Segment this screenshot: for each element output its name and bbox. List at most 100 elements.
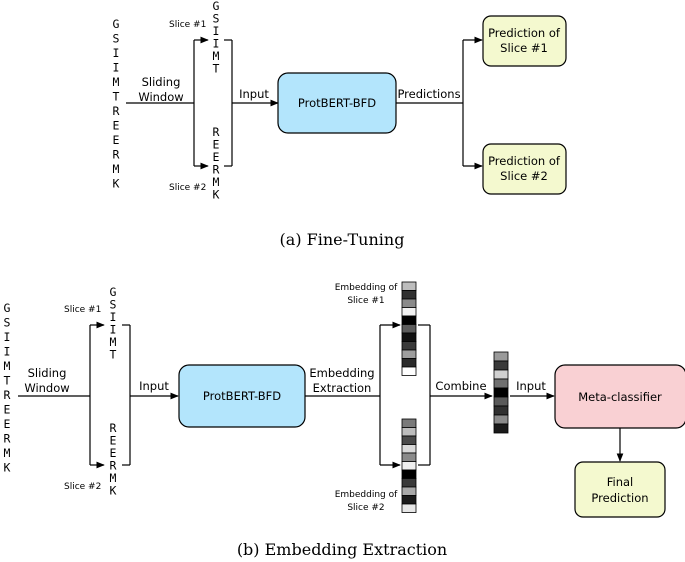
meta-classifier-label: Meta-classifier — [578, 390, 662, 404]
embedding-vector-slice2 — [401, 418, 417, 513]
embedding-vector-cell — [401, 418, 417, 428]
embedding-vector-cell — [401, 452, 417, 462]
slice1-letter: I — [110, 310, 117, 324]
sequence-letter: S — [4, 316, 11, 330]
embedding-vector-cell — [401, 461, 417, 471]
protbert-model-label: ProtBERT-BFD — [298, 96, 376, 110]
sequence-letter: G — [113, 17, 120, 31]
combined-vector-cell — [493, 378, 509, 389]
embedding-vector-slice1 — [401, 281, 417, 376]
sequence-letter: I — [4, 345, 11, 359]
sequence-letter: E — [113, 119, 120, 133]
embedding-vector-cell — [401, 298, 417, 308]
slice1-letter: S — [110, 298, 117, 312]
slice1-letter: T — [110, 348, 117, 362]
extraction-label-line1: Embedding — [309, 366, 374, 380]
combined-vector-cell — [493, 423, 509, 434]
final-prediction-line1: Final — [607, 475, 634, 489]
slice1-letter: T — [213, 62, 220, 76]
combined-vector-cell — [493, 414, 509, 425]
embedding-vector-cell — [401, 486, 417, 496]
sequence-letter: E — [4, 417, 11, 431]
slice1-letter: I — [213, 37, 220, 51]
sequence-letter: I — [4, 330, 11, 344]
slice2-letter: M — [213, 175, 220, 189]
embedding-vector-cell — [401, 503, 417, 513]
sequence-letter: E — [113, 133, 120, 147]
sequence-letter: I — [113, 46, 120, 60]
slice1-letter: S — [213, 12, 220, 26]
sequence-letter: R — [4, 388, 11, 402]
embedding-slice1-label-line1: Embedding of — [335, 283, 398, 293]
combined-vector-cell — [493, 360, 509, 371]
embedding-vector-cell — [401, 281, 417, 291]
sliding-window-label-line2: Window — [24, 381, 69, 395]
sliding-window-label-line1: Sliding — [142, 75, 181, 89]
caption-fine-tuning: (a) Fine-Tuning — [280, 230, 405, 249]
sequence-letter: M — [113, 75, 120, 89]
slice1-label: Slice #1 — [64, 305, 101, 315]
sequence-letter: I — [113, 61, 120, 75]
final-prediction-line2: Prediction — [591, 491, 648, 505]
sequence-letter: R — [113, 104, 120, 118]
slice2-label: Slice #2 — [169, 183, 206, 193]
input-label: Input — [239, 87, 269, 101]
embedding-vector-cell — [401, 358, 417, 368]
sequence-letter: G — [4, 301, 11, 315]
embedding-vector-cell — [401, 315, 417, 325]
embedding-vector-cell — [401, 290, 417, 300]
predictions-label: Predictions — [397, 87, 460, 101]
slice2-label: Slice #2 — [64, 482, 101, 492]
input2-label: Input — [516, 379, 546, 393]
sequence-letter: E — [4, 403, 11, 417]
embedding-vector-cell — [401, 469, 417, 479]
combined-vector-cell — [493, 405, 509, 416]
slice2-letter: E — [110, 446, 117, 460]
sequence-letter: M — [113, 162, 120, 176]
slice1-label: Slice #1 — [169, 20, 206, 30]
slice2-letter: E — [213, 150, 220, 164]
slice1-letter: G — [110, 285, 117, 299]
combine-label: Combine — [435, 379, 486, 393]
embedding-slice1-label-line2: Slice #1 — [347, 296, 384, 306]
embedding-slice2-label-line2: Slice #2 — [347, 503, 384, 513]
embedding-vector-cell — [401, 495, 417, 505]
embedding-slice2-label-line1: Embedding of — [335, 490, 398, 500]
sequence-letter: R — [4, 432, 11, 446]
slice1-letter: M — [110, 335, 117, 349]
extraction-label-line2: Extraction — [313, 381, 372, 395]
slice2-letter: R — [110, 459, 117, 473]
embedding-vector-cell — [401, 444, 417, 454]
sliding-window-label-line1: Sliding — [28, 366, 67, 380]
protbert-model-label: ProtBERT-BFD — [203, 389, 281, 403]
prediction-slice2-line2: Slice #2 — [500, 169, 548, 183]
embedding-vector-cell — [401, 324, 417, 334]
prediction-slice1-line2: Slice #1 — [500, 41, 548, 55]
combined-embedding-vector — [493, 351, 509, 434]
combined-vector-cell — [493, 396, 509, 407]
combined-vector-cell — [493, 387, 509, 398]
sliding-window-label-line2: Window — [138, 90, 183, 104]
combined-vector-cell — [493, 351, 509, 362]
slice1-letter: M — [213, 49, 220, 63]
slice1-letter: G — [213, 0, 220, 13]
sequence-letter: S — [113, 32, 120, 46]
sequence-letter: M — [4, 446, 11, 460]
input-label: Input — [139, 379, 169, 393]
sequence-letter: T — [113, 90, 120, 104]
slice2-letter: M — [110, 471, 117, 485]
embedding-vector-cell — [401, 332, 417, 342]
slice2-letter: K — [213, 188, 220, 202]
embedding-vector-cell — [401, 349, 417, 359]
embedding-vector-cell — [401, 478, 417, 488]
slice2-letter: E — [110, 434, 117, 448]
sequence-letter: R — [113, 148, 120, 162]
embedding-vector-cell — [401, 341, 417, 351]
sequence-letter: T — [4, 374, 11, 388]
